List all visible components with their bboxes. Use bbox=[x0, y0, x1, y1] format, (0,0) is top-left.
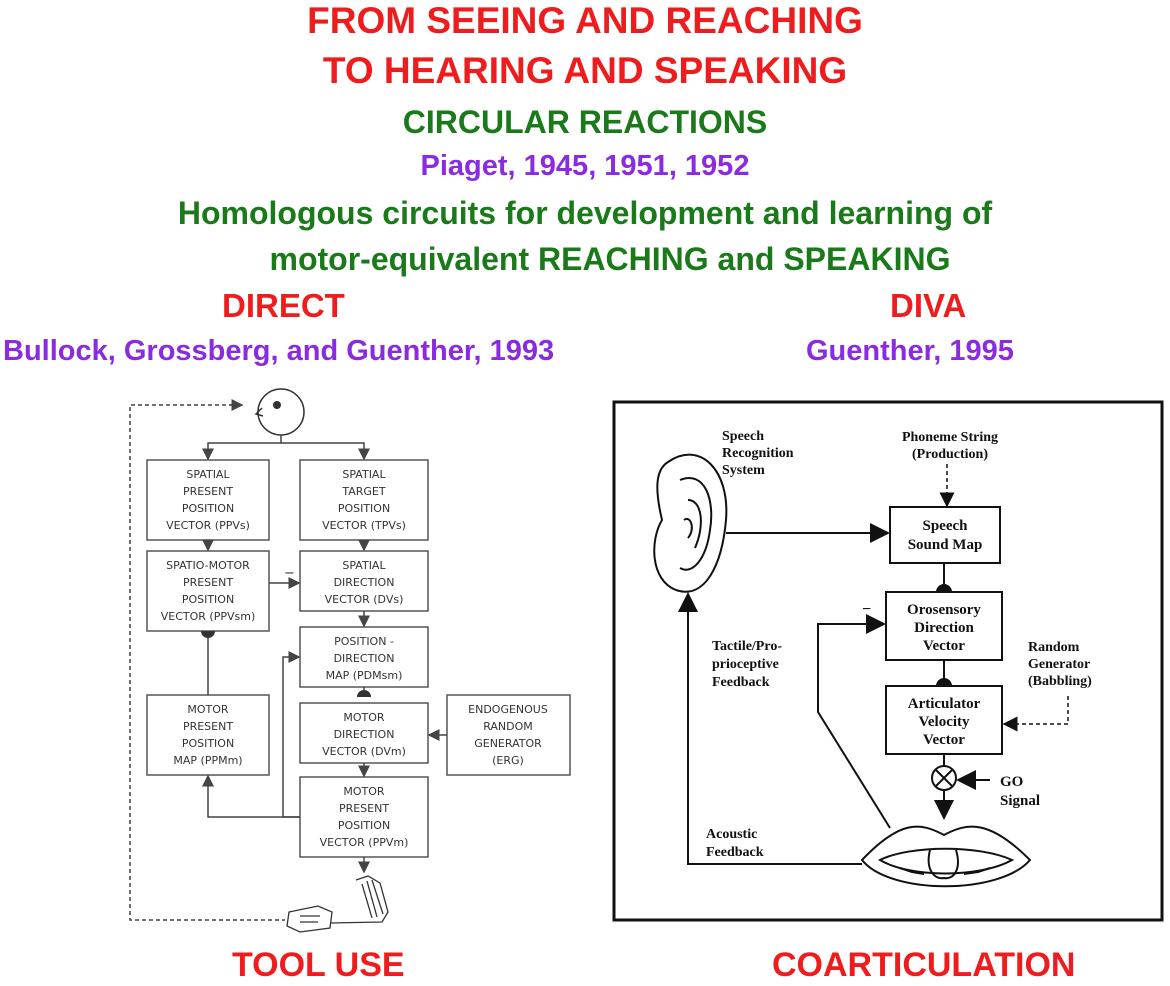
svg-text:DIRECTION: DIRECTION bbox=[334, 728, 395, 741]
box-spatial-direction-vector bbox=[299, 550, 429, 612]
box-spatio-motor-present-position bbox=[146, 550, 270, 632]
svg-text:PRESENT: PRESENT bbox=[339, 802, 389, 815]
svg-text:DIRECTION: DIRECTION bbox=[334, 652, 395, 665]
svg-text:Generator: Generator bbox=[1028, 657, 1090, 672]
svg-text:System: System bbox=[722, 463, 765, 478]
svg-text:RANDOM: RANDOM bbox=[483, 720, 533, 733]
svg-text:PRESENT: PRESENT bbox=[183, 576, 233, 589]
svg-text:POSITION: POSITION bbox=[182, 593, 234, 606]
svg-text:GO: GO bbox=[1000, 774, 1023, 790]
dashed-feedback-loop bbox=[129, 404, 285, 921]
box-spatial-target-position bbox=[299, 459, 429, 541]
svg-text:Recognition: Recognition bbox=[722, 446, 794, 461]
svg-text:PRESENT: PRESENT bbox=[183, 720, 233, 733]
citation-direct: Bullock, Grossberg, and Guenther, 1993 bbox=[3, 335, 555, 367]
svg-text:GENERATOR: GENERATOR bbox=[474, 737, 542, 750]
model-direct-label: DIRECT bbox=[222, 287, 345, 324]
svg-text:Orosensory: Orosensory bbox=[907, 602, 981, 618]
svg-text:VECTOR (TPVs): VECTOR (TPVs) bbox=[322, 519, 406, 532]
box-spatial-present-position bbox=[146, 459, 270, 541]
box-endogenous-random-generator bbox=[446, 694, 571, 776]
svg-text:(ERG): (ERG) bbox=[492, 754, 524, 767]
face-icon bbox=[254, 388, 305, 436]
svg-text:PRESENT: PRESENT bbox=[183, 485, 233, 498]
svg-text:Velocity: Velocity bbox=[918, 714, 970, 730]
svg-text:MOTOR: MOTOR bbox=[343, 785, 385, 798]
svg-text:Vector: Vector bbox=[923, 732, 965, 748]
svg-text:TARGET: TARGET bbox=[341, 485, 386, 498]
svg-text:Phoneme String: Phoneme String bbox=[902, 430, 998, 445]
multiply-node-icon bbox=[931, 765, 957, 791]
svg-text:Speech: Speech bbox=[722, 429, 764, 444]
svg-text:SPATIAL: SPATIAL bbox=[186, 468, 230, 481]
model-diva-label: DIVA bbox=[890, 287, 967, 324]
svg-text:MOTOR: MOTOR bbox=[343, 711, 385, 724]
svg-text:prioceptive: prioceptive bbox=[712, 657, 779, 672]
svg-text:Vector: Vector bbox=[923, 638, 965, 654]
svg-text:MAP (PPMm): MAP (PPMm) bbox=[173, 754, 242, 767]
svg-text:Feedback: Feedback bbox=[712, 675, 770, 690]
svg-text:Sound Map: Sound Map bbox=[908, 537, 983, 553]
svg-text:VECTOR (PPVs): VECTOR (PPVs) bbox=[166, 519, 250, 532]
title-line-1: FROM SEEING AND REACHING bbox=[307, 0, 863, 41]
citation-piaget: Piaget, 1945, 1951, 1952 bbox=[420, 150, 750, 182]
svg-text:POSITION: POSITION bbox=[338, 502, 390, 515]
box-articulator-velocity-vector bbox=[885, 685, 1003, 755]
svg-text:POSITION -: POSITION - bbox=[334, 635, 394, 648]
svg-text:Random: Random bbox=[1028, 640, 1080, 655]
arm-hand-icon bbox=[286, 875, 389, 933]
svg-text:MOTOR: MOTOR bbox=[187, 703, 229, 716]
svg-text:Signal: Signal bbox=[1000, 793, 1040, 809]
svg-text:(Babbling): (Babbling) bbox=[1028, 674, 1092, 689]
svg-text:−: − bbox=[862, 601, 871, 618]
box-position-direction-map bbox=[299, 626, 429, 688]
svg-text:DIRECTION: DIRECTION bbox=[334, 576, 395, 589]
svg-text:SPATIAL: SPATIAL bbox=[342, 559, 386, 572]
lips-icon bbox=[860, 825, 1032, 888]
subtitle-homologous-line-2: motor-equivalent REACHING and SPEAKING bbox=[269, 241, 951, 277]
title-line-2: TO HEARING AND SPEAKING bbox=[322, 50, 848, 91]
svg-text:Speech: Speech bbox=[923, 518, 969, 534]
svg-text:SPATIO-MOTOR: SPATIO-MOTOR bbox=[166, 559, 250, 572]
citation-diva: Guenther, 1995 bbox=[806, 335, 1014, 367]
subtitle-homologous-line-1: Homologous circuits for development and … bbox=[177, 195, 993, 231]
svg-text:Feedback: Feedback bbox=[706, 845, 764, 860]
svg-text:POSITION: POSITION bbox=[182, 502, 234, 515]
caption-tool-use: TOOL USE bbox=[232, 946, 405, 984]
box-speech-sound-map bbox=[889, 506, 1001, 564]
caption-coarticulation: COARTICULATION bbox=[772, 946, 1076, 984]
subtitle-circular-reactions: CIRCULAR REACTIONS bbox=[402, 104, 768, 140]
svg-text:MAP (PDMsm): MAP (PDMsm) bbox=[326, 669, 403, 682]
ear-icon bbox=[653, 453, 728, 593]
svg-text:(Production): (Production) bbox=[912, 447, 988, 462]
svg-text:Direction: Direction bbox=[914, 620, 974, 636]
box-motor-direction-vector bbox=[299, 702, 429, 764]
svg-text:VECTOR (PPVm): VECTOR (PPVm) bbox=[320, 836, 409, 849]
box-motor-present-position-map bbox=[146, 694, 270, 776]
svg-text:POSITION: POSITION bbox=[182, 737, 234, 750]
svg-text:SPATIAL: SPATIAL bbox=[342, 468, 386, 481]
svg-text:POSITION: POSITION bbox=[338, 819, 390, 832]
svg-text:Tactile/Pro-: Tactile/Pro- bbox=[712, 639, 782, 654]
svg-text:VECTOR (DVs): VECTOR (DVs) bbox=[325, 593, 404, 606]
svg-text:ENDOGENOUS: ENDOGENOUS bbox=[468, 703, 548, 716]
svg-text:−: − bbox=[284, 566, 295, 581]
svg-text:Articulator: Articulator bbox=[908, 696, 981, 712]
svg-text:VECTOR (PPVsm): VECTOR (PPVsm) bbox=[161, 610, 256, 623]
svg-text:VECTOR (DVm): VECTOR (DVm) bbox=[322, 745, 406, 758]
svg-text:Acoustic: Acoustic bbox=[706, 827, 757, 842]
